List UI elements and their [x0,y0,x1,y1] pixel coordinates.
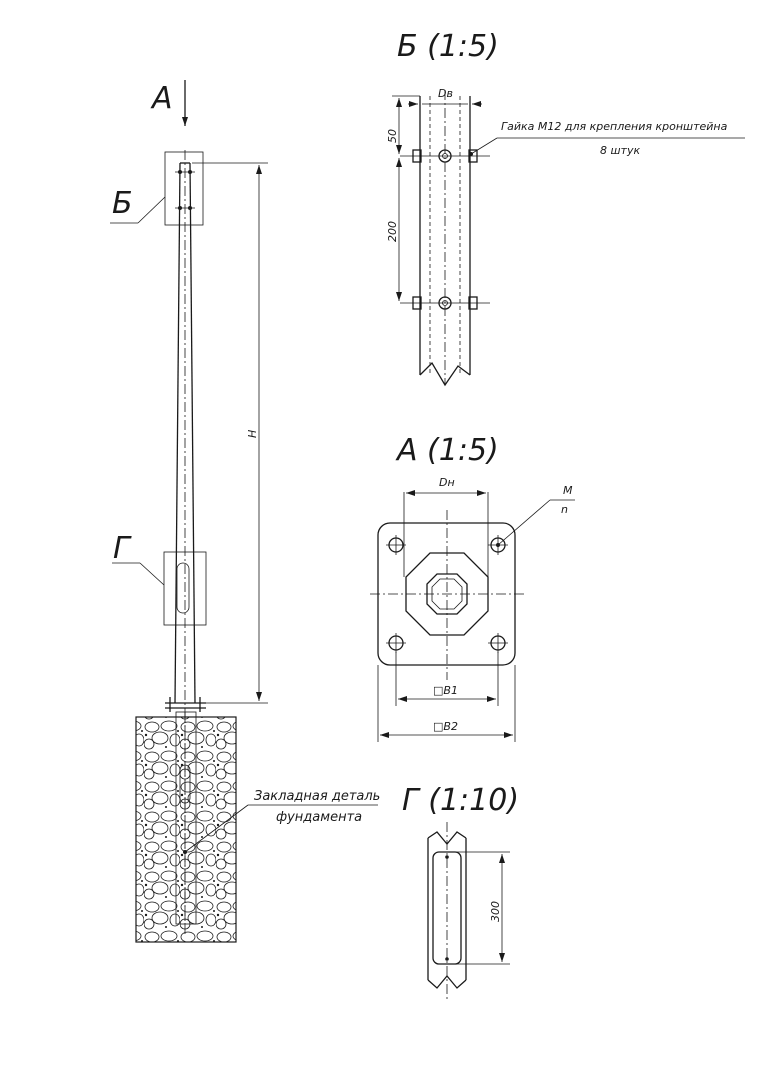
detail-a-bolt-n: n [561,503,568,516]
view-a-arrow: А [150,80,188,126]
detail-b-dim-200: 200 [386,221,399,242]
detail-b-dim-dv: Dв [438,87,453,100]
detail-b-dim-50: 50 [386,129,399,143]
detail-b-nut-label-2: 8 штук [600,144,640,157]
detail-g-dim-300: 300 [489,901,502,922]
view-a-arrow-label: А [150,81,173,116]
detail-g-title: Г (1:10) [402,783,519,818]
dimension-h: H [192,162,268,704]
base-flange [165,697,206,712]
callout-b-frame: Б [110,151,204,226]
detail-a-dim-dn: Dн [439,476,455,489]
dimension-h-label: H [246,430,259,438]
detail-b-vertical-dims: 50 200 [386,95,420,301]
detail-b-nut-leader: Гайка М12 для крепления кронштейна 8 шту… [469,120,745,157]
pole-elevation: А Б Г [110,80,380,943]
detail-a-title: А (1:5) [395,433,499,468]
detail-a-bolt-holes [386,535,508,653]
detail-b-title: Б (1:5) [397,29,499,64]
callout-g-frame: Г [112,531,207,626]
callout-b-label: Б [112,186,133,221]
detail-a-dim-b1: □B1 [433,684,458,697]
embedded-part-label-2: фундамента [276,810,362,825]
detail-g-view: Г (1:10) 300 [402,783,519,1000]
detail-a-view: А (1:5) Dн [370,433,575,742]
detail-b-view: Б (1:5) Dв [386,29,745,387]
embedded-part-label-1: Закладная деталь [254,789,380,804]
detail-a-bolt-m: M [563,484,573,497]
detail-b-nuts [400,149,490,310]
detail-b-nut-label-1: Гайка М12 для крепления кронштейна [501,120,728,133]
foundation-block [135,711,237,943]
embedded-part-leader: Закладная деталь фундамента [183,789,380,854]
detail-a-dim-b2: □B2 [433,720,458,733]
callout-g-label: Г [113,531,132,566]
